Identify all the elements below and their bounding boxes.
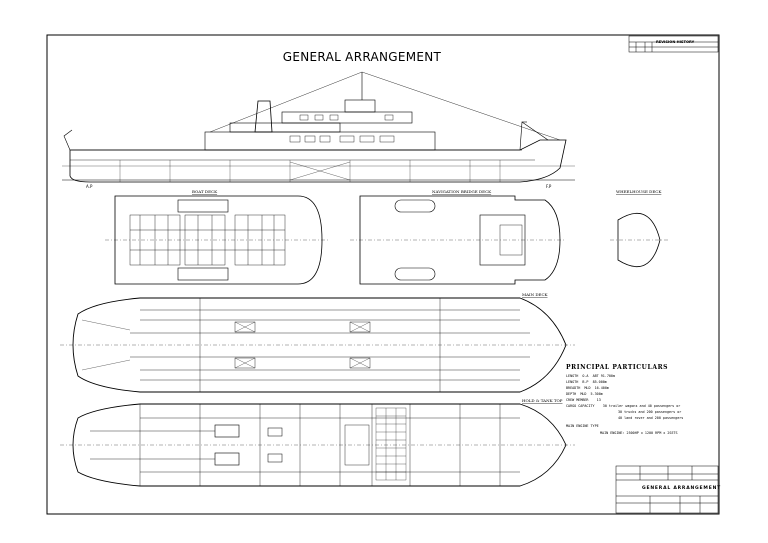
revision-history-block xyxy=(628,35,719,53)
particulars-row: 40 land rover and 200 passengers xyxy=(618,416,684,420)
title-block-drawing-name: GENERAL ARRANGEMENT xyxy=(642,486,722,491)
profile-view xyxy=(62,71,575,183)
drawing-title: GENERAL ARRANGEMENT xyxy=(282,50,442,64)
particulars-row: BREADTH MLD 16.400m xyxy=(566,386,609,390)
particulars-row: MAIN ENGINE: 2500HP x 1200 RPM x 2SETS xyxy=(600,431,678,435)
particulars-row: DEPTH MLD 5.300m xyxy=(566,392,603,396)
boat-deck-plan xyxy=(105,195,330,285)
wheelhouse-deck-plan xyxy=(610,212,668,268)
particulars-row: MAIN ENGINE TYPE xyxy=(566,424,599,428)
aft-perpendicular-mark: A.P xyxy=(86,184,93,189)
particulars-row: LENGTH O.A ABT 91.700m xyxy=(566,374,616,378)
boat-deck-label: BOAT DECK xyxy=(192,189,218,194)
title-block xyxy=(615,465,719,514)
revision-history-header: REVISION HISTORY xyxy=(656,40,695,44)
fwd-perpendicular-mark: F.P xyxy=(546,184,552,189)
sheet-border xyxy=(46,34,720,515)
navigation-bridge-deck-plan xyxy=(350,195,565,285)
particulars-row: CARGO CAPACITY 30 trailer wagons and 40 … xyxy=(566,404,681,408)
principal-particulars-title: PRINCIPAL PARTICULARS xyxy=(566,364,669,371)
main-deck-plan xyxy=(60,297,575,393)
particulars-row: 30 trucks and 200 passengers or xyxy=(618,410,682,414)
main-deck-label: MAIN DECK xyxy=(522,292,549,297)
particulars-row: LENGTH B.P 85.000m xyxy=(566,380,607,384)
navigation-bridge-deck-label: NAVIGATION BRIDGE DECK xyxy=(432,189,492,194)
particulars-row: CREW MEMBER 13 xyxy=(566,398,601,402)
hold-tank-top-plan xyxy=(60,403,575,487)
hold-tank-top-label: HOLD & TANK TOP xyxy=(522,398,563,403)
wheelhouse-deck-label: WHEELHOUSE DECK xyxy=(616,189,662,194)
